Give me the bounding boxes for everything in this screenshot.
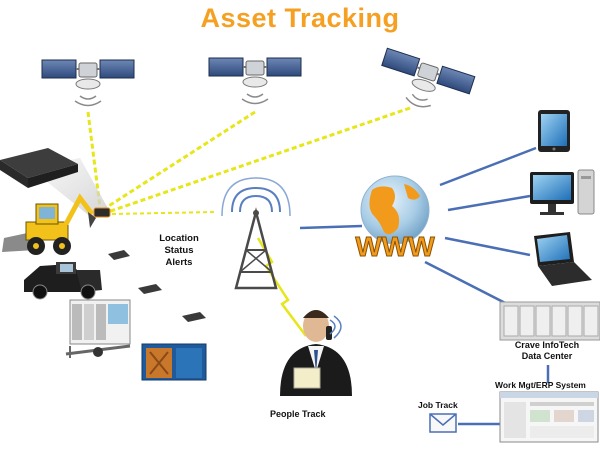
data-center-label: Crave InfoTech Data Center xyxy=(499,340,595,362)
work-mgt-erp-label: Work Mgt/ERP System xyxy=(495,380,586,390)
gps-link-right xyxy=(107,106,411,214)
link-www-desktop xyxy=(447,194,531,212)
gps-tracker-icon xyxy=(108,250,206,322)
shipping-container-icon xyxy=(141,343,207,381)
globe-icon xyxy=(360,175,430,245)
erp-screen-icon xyxy=(499,391,599,443)
email-icon xyxy=(429,413,457,433)
location-status-alerts-label: Location Status Alerts xyxy=(148,233,210,269)
laptop-icon xyxy=(534,232,592,286)
gps-links xyxy=(86,106,411,214)
www-label: WWW xyxy=(355,231,435,262)
tracker-tower-link xyxy=(111,211,216,215)
pickup-truck-icon xyxy=(24,262,102,300)
page-title: Asset Tracking xyxy=(200,3,400,33)
backhoe-icon xyxy=(2,193,96,255)
cell-tower-icon xyxy=(221,177,291,290)
gps-tracker-large-icon xyxy=(0,148,111,218)
generator-trailer-icon xyxy=(65,299,131,358)
link-tower-www xyxy=(299,224,363,230)
location-label: Location xyxy=(159,233,199,244)
alerts-label: Alerts xyxy=(165,257,193,268)
server-rack-icon xyxy=(499,301,600,341)
gps-link-center xyxy=(103,110,256,211)
link-www-datacenter xyxy=(424,260,516,310)
tablet-icon xyxy=(538,110,570,152)
link-www-tablet xyxy=(439,146,537,187)
people-track-label: People Track xyxy=(270,409,326,419)
status-label: Status xyxy=(164,245,194,256)
job-track-label: Job Track xyxy=(418,400,458,410)
data-center-line2: Data Center xyxy=(521,351,573,361)
data-center-line1: Crave InfoTech xyxy=(514,340,580,350)
satellite-icon xyxy=(208,57,302,105)
network-links xyxy=(299,146,550,426)
desktop-monitor-icon xyxy=(530,169,595,215)
link-www-laptop xyxy=(444,236,531,257)
people-link-bolt xyxy=(256,237,307,337)
satellite-icon xyxy=(41,59,135,107)
businessman-icon xyxy=(280,310,352,396)
satellite-icon xyxy=(381,47,476,108)
